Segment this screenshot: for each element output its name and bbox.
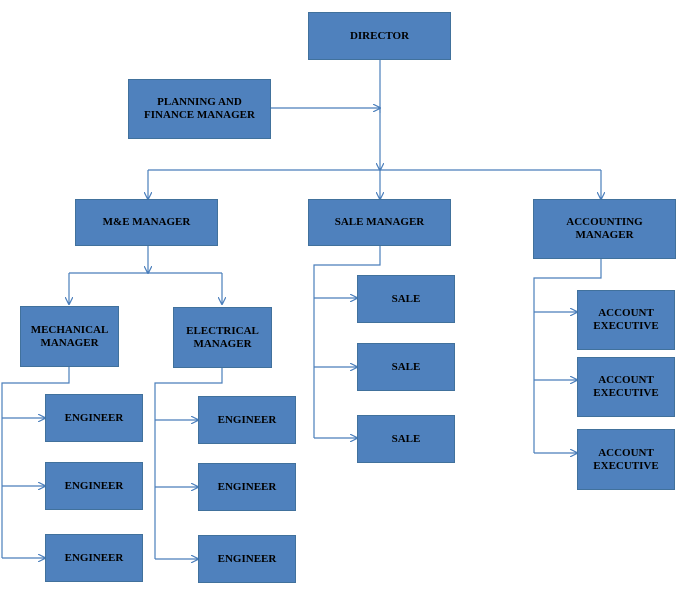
mechanical-manager-box: MECHANICAL MANAGER: [20, 306, 119, 367]
connector-electrical-spine: [154, 368, 223, 559]
planning-finance-manager-box: PLANNING AND FINANCE MANAGER: [128, 79, 271, 139]
connector-mechanical-spine: [1, 367, 70, 558]
elec-engineer-box-3: ENGINEER: [198, 535, 296, 583]
elec-engineer-box-1: ENGINEER: [198, 396, 296, 444]
sale-manager-box: SALE MANAGER: [308, 199, 451, 246]
me-manager-box: M&E MANAGER: [75, 199, 218, 246]
mech-engineer-box-1: ENGINEER: [45, 394, 143, 442]
sale-box-3: SALE: [357, 415, 455, 463]
sale-box-1: SALE: [357, 275, 455, 323]
connector-accounting-spine: [533, 259, 602, 453]
mech-engineer-box-3: ENGINEER: [45, 534, 143, 582]
accounting-manager-box: ACCOUNTING MANAGER: [533, 199, 676, 259]
connector-sale-spine: [313, 246, 381, 438]
electrical-manager-box: ELECTRICAL MANAGER: [173, 307, 272, 368]
sale-box-2: SALE: [357, 343, 455, 391]
elec-engineer-box-2: ENGINEER: [198, 463, 296, 511]
account-executive-box-1: ACCOUNT EXECUTIVE: [577, 290, 675, 350]
account-executive-box-2: ACCOUNT EXECUTIVE: [577, 357, 675, 417]
account-executive-box-3: ACCOUNT EXECUTIVE: [577, 429, 675, 490]
mech-engineer-box-2: ENGINEER: [45, 462, 143, 510]
director-box: DIRECTOR: [308, 12, 451, 60]
